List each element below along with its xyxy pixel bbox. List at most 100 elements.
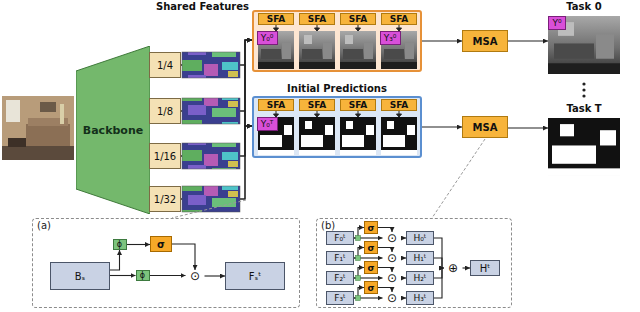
node-text: SFA: [390, 100, 409, 110]
flow-arrow: [356, 28, 361, 31]
input-photo: [60, 104, 64, 124]
node-text: σ: [367, 243, 374, 253]
node-text: Y⁰: [552, 18, 561, 28]
node-text: ⊙: [387, 232, 397, 244]
feature-map: [182, 52, 240, 212]
input-photo: [2, 146, 74, 160]
section-label: Shared Features: [156, 1, 249, 12]
sfa-block: SFA: [381, 99, 417, 111]
node-text: Fₛᵗ: [249, 271, 261, 282]
node-text: SFA: [267, 14, 286, 24]
scale-box: 1/32: [149, 186, 181, 212]
gate-square: [356, 236, 361, 241]
segmentation-map: [548, 118, 620, 176]
node-text: ϕ: [140, 271, 145, 280]
node-text: H₂ᵗ: [413, 273, 426, 283]
node-text: Y₀⁰: [261, 33, 274, 43]
msa-block: MSA: [462, 116, 508, 138]
sfa-block: SFA: [258, 13, 294, 25]
feature-map: [182, 52, 240, 78]
connector-arrow: [434, 268, 444, 298]
input-photo: [8, 138, 26, 147]
connector-arrow: [181, 40, 252, 156]
node-text: F₁ᵗ: [334, 253, 345, 263]
detail-inset: (b)F₀ᵗF₁ᵗF₂ᵗF₃ᵗσσσσ⊙⊙⊙⊙H₀ᵗH₁ᵗH₂ᵗH₃ᵗ⊕Hᵗ: [316, 218, 512, 308]
feature-map: [182, 98, 240, 124]
prediction-tag: Y⁰: [548, 16, 566, 30]
node-text: ⊕: [448, 262, 458, 274]
connector-arrow: [205, 275, 226, 276]
operator-symbol: ⊙: [186, 270, 205, 282]
segmentation-map: [340, 117, 376, 155]
sigmoid-box: σ: [364, 261, 378, 274]
leader-line: [172, 200, 246, 218]
flow-arrow: [397, 114, 402, 117]
operator-symbol: ⊙: [383, 272, 402, 284]
scale-box: 1/8: [149, 98, 181, 124]
feature-box: H₀ᵗ: [406, 231, 434, 245]
depth-map: [340, 31, 376, 69]
connector-arrow: [463, 267, 471, 268]
node-text: F₂ᵗ: [334, 273, 345, 283]
prediction-tag: Y₀⁰: [257, 31, 278, 45]
node-text: 1/4: [157, 60, 173, 71]
node-text: SFA: [308, 14, 327, 24]
label-slot: Shared Features: [156, 1, 249, 12]
connector-group: [110, 40, 548, 298]
feature-box: Bₛ: [50, 262, 110, 290]
gate-square: [356, 256, 361, 261]
node-text: (a): [33, 219, 299, 232]
input-photo: [6, 100, 20, 122]
sfa-block: SFA: [340, 99, 376, 111]
feature-box: H₃ᵗ: [406, 291, 434, 305]
connector-arrow: [127, 244, 151, 245]
backbone-block: Backbone: [76, 46, 150, 214]
panel-fill: [253, 11, 421, 157]
depth-map: [548, 16, 620, 74]
node-text: ⊙: [190, 270, 200, 282]
gate-square: [356, 296, 361, 301]
ellipsis-dots: [582, 88, 585, 91]
node-text: σ: [157, 239, 165, 250]
sigmoid-box: σ: [364, 241, 378, 254]
input-photo: [2, 96, 74, 160]
projection-square: ϕ: [136, 270, 150, 281]
panel-fill: [253, 97, 421, 157]
connector-arrow: [508, 127, 548, 128]
flow-arrow: [315, 28, 320, 31]
operator-symbol: ⊕: [444, 262, 463, 274]
node-text: Bₛ: [75, 271, 86, 282]
node-text: σ: [367, 263, 374, 273]
node-text: ⊙: [387, 272, 397, 284]
node-text: ⊙: [387, 292, 397, 304]
sigmoid-box: σ: [364, 221, 378, 234]
scale-box: 1/4: [149, 52, 181, 78]
sfa-block: SFA: [381, 13, 417, 25]
segmentation-map: [299, 117, 335, 155]
projection-square: ϕ: [113, 239, 127, 250]
connector-arrow: [422, 40, 462, 41]
sfa-block: SFA: [299, 13, 335, 25]
output-map: Task T: [548, 118, 620, 176]
prediction-tag: Y₀ᵀ: [257, 117, 278, 131]
sfa-block: SFA: [340, 13, 376, 25]
node-text: Y₀ᵀ: [261, 119, 274, 129]
node-text: H₀ᵗ: [413, 233, 426, 243]
node-text: σ: [367, 223, 374, 233]
node-text: MSA: [473, 122, 498, 133]
gate-square: [356, 236, 361, 301]
operator-symbol: ⊙: [383, 232, 402, 244]
connector-arrow: [508, 40, 548, 41]
sigmoid-box: σ: [150, 236, 172, 252]
feature-box: Fₛᵗ: [225, 262, 285, 290]
node-text: ϕ: [117, 240, 122, 249]
node-text: SFA: [267, 100, 286, 110]
node-text: SFA: [390, 14, 409, 24]
node-text: 1/8: [157, 106, 173, 117]
node-text: SFA: [308, 100, 327, 110]
scale-box: 1/16: [149, 143, 181, 169]
feature-box: Hᵗ: [470, 260, 500, 276]
node-text: SFA: [349, 14, 368, 24]
node-text: Task 0: [548, 1, 620, 12]
